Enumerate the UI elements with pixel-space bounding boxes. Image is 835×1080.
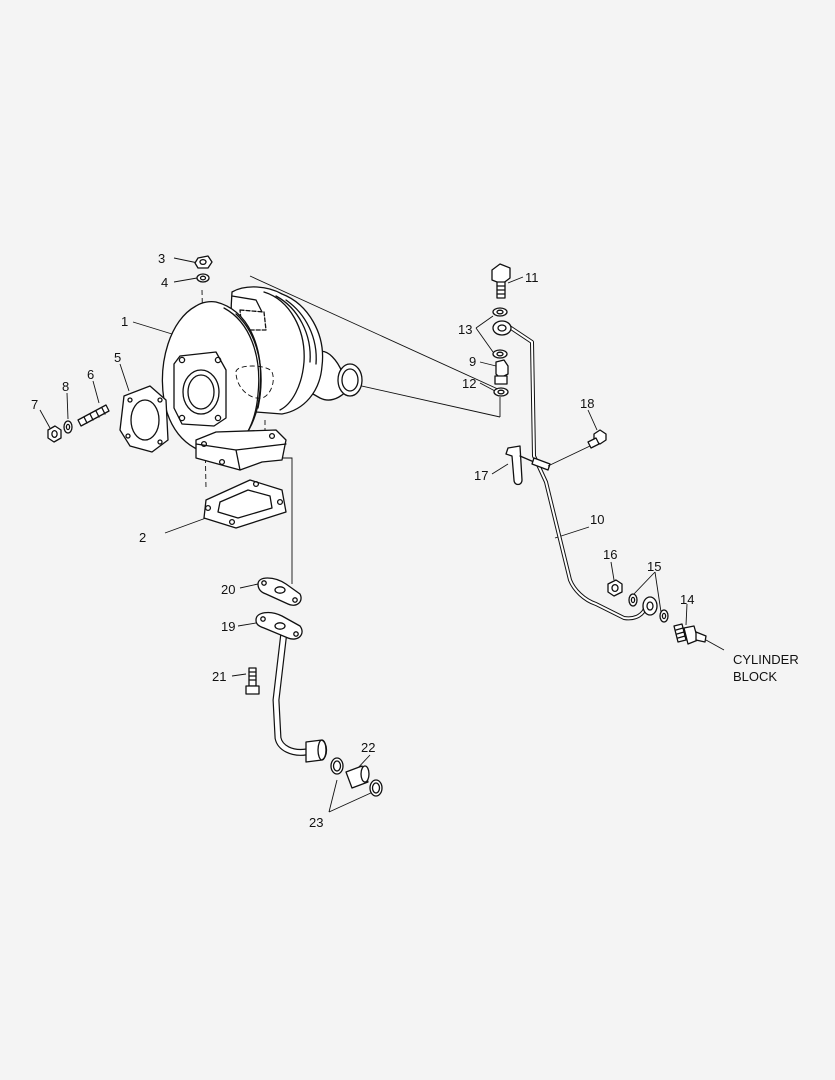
callout-22: 22 xyxy=(361,740,375,755)
callout-2: 2 xyxy=(139,530,146,545)
callout-20: 20 xyxy=(221,582,235,597)
sealing-washer-13-top xyxy=(492,307,508,317)
oil-return-pipe-19 xyxy=(255,611,328,763)
inlet-gasket-5 xyxy=(119,385,169,453)
cylinder-block-note: CYLINDER BLOCK xyxy=(733,652,799,684)
callout-labels: 3 4 1 5 6 8 7 2 20 19 21 22 23 11 13 9 1… xyxy=(31,251,694,830)
clamp-23-a xyxy=(330,757,344,775)
callout-9: 9 xyxy=(469,354,476,369)
callout-8: 8 xyxy=(62,379,69,394)
washer-8 xyxy=(63,420,73,434)
sealing-washer-13-bottom xyxy=(492,349,508,359)
sealing-washer-15-b xyxy=(659,609,669,623)
oil-return-gasket-20 xyxy=(257,577,302,606)
oil-feed-pipe-10 xyxy=(492,320,658,621)
bolt-21 xyxy=(245,667,260,695)
sealing-washer-15-a xyxy=(628,593,638,607)
callout-3: 3 xyxy=(158,251,165,266)
callout-18: 18 xyxy=(580,396,594,411)
nut-7 xyxy=(47,425,62,443)
connector-14 xyxy=(673,623,725,651)
pipe-bracket-17 xyxy=(505,445,551,486)
hose-22 xyxy=(345,765,370,789)
clamp-23-b xyxy=(369,779,383,797)
callout-7: 7 xyxy=(31,397,38,412)
callout-1: 1 xyxy=(121,314,128,329)
turbo-base-gasket xyxy=(203,479,287,529)
callout-5: 5 xyxy=(114,350,121,365)
nut-16 xyxy=(607,579,623,597)
banjo-bolt-11 xyxy=(491,263,511,299)
callout-4: 4 xyxy=(161,275,168,290)
callout-10: 10 xyxy=(590,512,604,527)
callout-17: 17 xyxy=(474,468,488,483)
union-9 xyxy=(494,359,509,385)
callout-14: 14 xyxy=(680,592,694,607)
washer-4 xyxy=(196,273,210,283)
callout-13: 13 xyxy=(458,322,472,337)
callout-21: 21 xyxy=(212,669,226,684)
note-line-2: BLOCK xyxy=(733,669,777,684)
callout-16: 16 xyxy=(603,547,617,562)
nut-3 xyxy=(194,255,213,269)
stud-6 xyxy=(77,404,110,427)
callout-12: 12 xyxy=(462,376,476,391)
callout-23: 23 xyxy=(309,815,323,830)
bolt-18 xyxy=(547,429,607,467)
turbocharger-assembly xyxy=(161,286,363,471)
callout-11: 11 xyxy=(525,270,539,285)
callout-15: 15 xyxy=(647,559,661,574)
leader-lines xyxy=(39,257,688,813)
callout-6: 6 xyxy=(87,367,94,382)
note-line-1: CYLINDER xyxy=(733,652,799,667)
callout-19: 19 xyxy=(221,619,235,634)
washer-12 xyxy=(493,387,509,397)
